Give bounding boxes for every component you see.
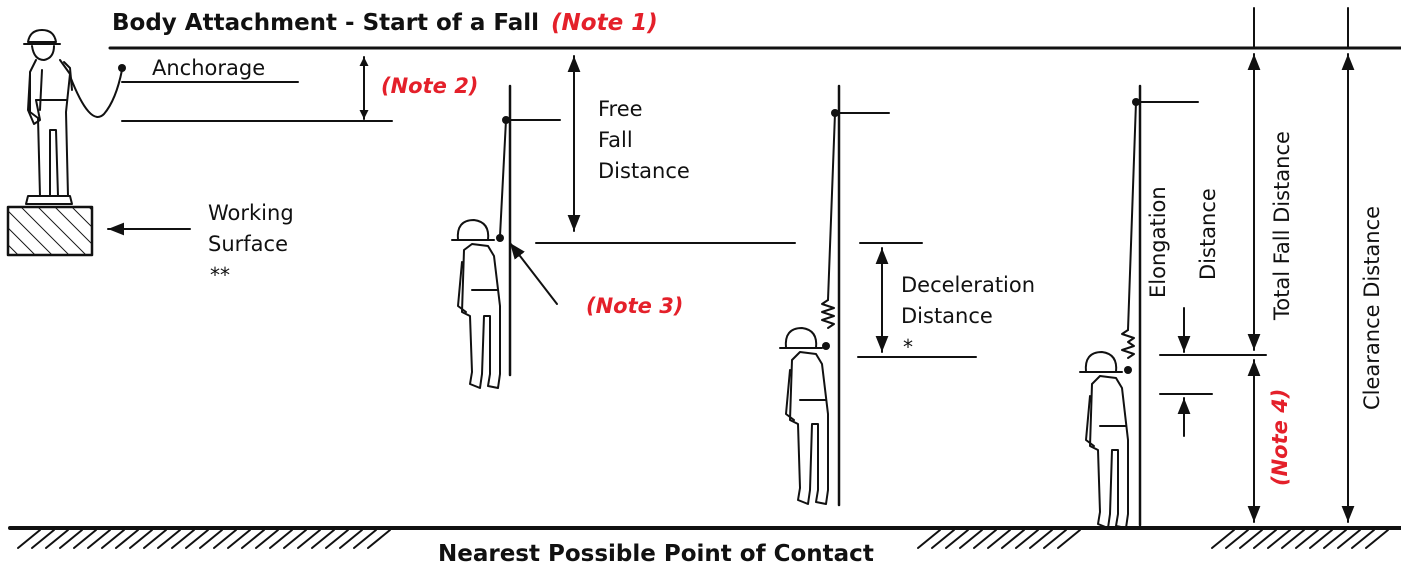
nearest-contact-label: Nearest Possible Point of Contact: [438, 541, 874, 567]
standing-worker-figure: [23, 29, 123, 205]
total-fall-distance-label: Total Fall Distance: [1270, 131, 1294, 320]
working-surface-marker: **: [210, 263, 230, 287]
note-4: (Note 4): [1268, 388, 1292, 486]
note-2: (Note 2): [381, 74, 479, 98]
diagram-title: Body Attachment - Start of a Fall (Note …: [112, 12, 658, 35]
anchorage-label: Anchorage: [152, 56, 266, 80]
deceleration-marker: *: [903, 335, 913, 359]
falling-worker-figure-1: [451, 84, 561, 389]
deceleration-distance-label: Deceleration Distance*: [901, 270, 1035, 363]
elongation-label-line2: Distance: [1196, 188, 1220, 280]
falling-worker-figure-3: [1079, 84, 1199, 529]
working-surface-label: Working Surface**: [208, 198, 294, 291]
free-fall-distance-label: Free Fall Distance: [598, 97, 690, 183]
ground-hatch-middle: [917, 529, 1081, 549]
clearance-distance-label: Clearance Distance: [1360, 205, 1384, 410]
falling-worker-figure-2: [779, 84, 890, 507]
note-3: (Note 3): [586, 294, 684, 318]
title-text: Body Attachment - Start of a Fall: [112, 10, 540, 36]
note-1: (Note 1): [551, 10, 658, 36]
ground-hatch-right: [1211, 529, 1389, 549]
working-surface-block: [6, 205, 94, 257]
elongation-label-line1: Elongation: [1146, 186, 1170, 298]
ground-hatch-left: [17, 529, 391, 549]
attachment-points: [118, 64, 1140, 374]
